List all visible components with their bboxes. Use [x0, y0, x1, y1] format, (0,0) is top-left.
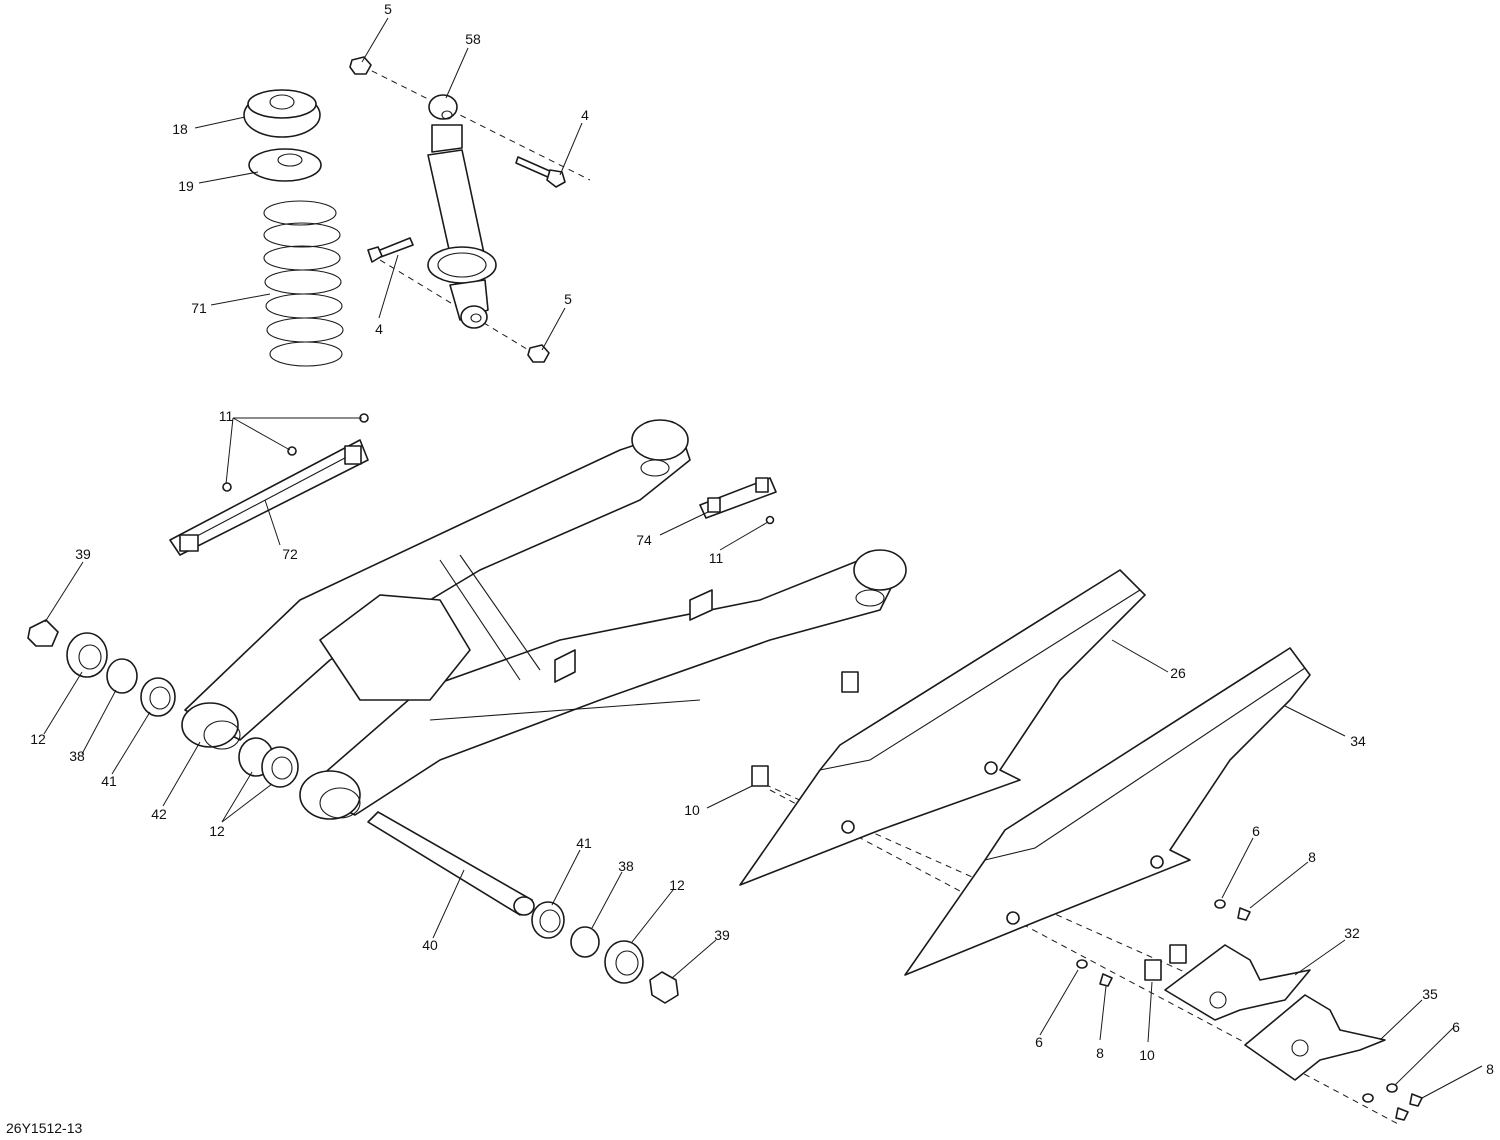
- callout-5: 5: [564, 291, 572, 307]
- callout-4: 4: [375, 321, 383, 337]
- swingarm: [181, 419, 907, 820]
- callout-26: 26: [1170, 665, 1186, 681]
- callout-72: 72: [282, 546, 298, 562]
- callout-40: 40: [422, 937, 438, 953]
- callout-35: 35: [1422, 986, 1438, 1002]
- callout-18: 18: [172, 121, 188, 137]
- pivot-hardware-right: [367, 811, 679, 1004]
- callout-74: 74: [636, 532, 652, 548]
- callout-41: 41: [576, 835, 592, 851]
- pivot-hardware-left: [27, 619, 299, 788]
- callout-38: 38: [69, 748, 85, 764]
- callout-11: 11: [709, 550, 724, 566]
- callout-11: 11: [219, 408, 234, 424]
- chain-slider-group: [169, 413, 777, 556]
- diagram-code: 26Y1512-13: [6, 1120, 83, 1136]
- callout-41: 41: [101, 773, 117, 789]
- shock-absorber-assembly: [349, 56, 591, 363]
- callout-12: 12: [30, 731, 46, 747]
- callout-42: 42: [151, 806, 167, 822]
- callout-32: 32: [1344, 925, 1360, 941]
- callout-labels: 5 58 4 18 19 71 4 5 11 72 74 11 39 12 38…: [6, 1, 1494, 1136]
- callout-6: 6: [1452, 1019, 1460, 1035]
- callout-6: 6: [1252, 823, 1260, 839]
- callout-8: 8: [1096, 1045, 1104, 1061]
- callout-6: 6: [1035, 1034, 1043, 1050]
- callout-12: 12: [669, 877, 685, 893]
- callout-10: 10: [1139, 1047, 1155, 1063]
- chain-guards: [739, 569, 1401, 1126]
- spring-assembly: [243, 89, 344, 367]
- callout-39: 39: [714, 927, 730, 943]
- callout-19: 19: [178, 178, 194, 194]
- callout-4: 4: [581, 107, 589, 123]
- callout-39: 39: [75, 546, 91, 562]
- callout-8: 8: [1308, 849, 1316, 865]
- callout-34: 34: [1350, 733, 1366, 749]
- callout-12: 12: [209, 823, 225, 839]
- callout-8: 8: [1486, 1061, 1494, 1077]
- callout-38: 38: [618, 858, 634, 874]
- callout-10: 10: [684, 802, 700, 818]
- leader-lines: [43, 17, 1483, 1099]
- callout-5: 5: [384, 1, 392, 17]
- chain-guides: [1076, 899, 1423, 1121]
- callout-71: 71: [191, 300, 207, 316]
- callout-58: 58: [465, 31, 481, 47]
